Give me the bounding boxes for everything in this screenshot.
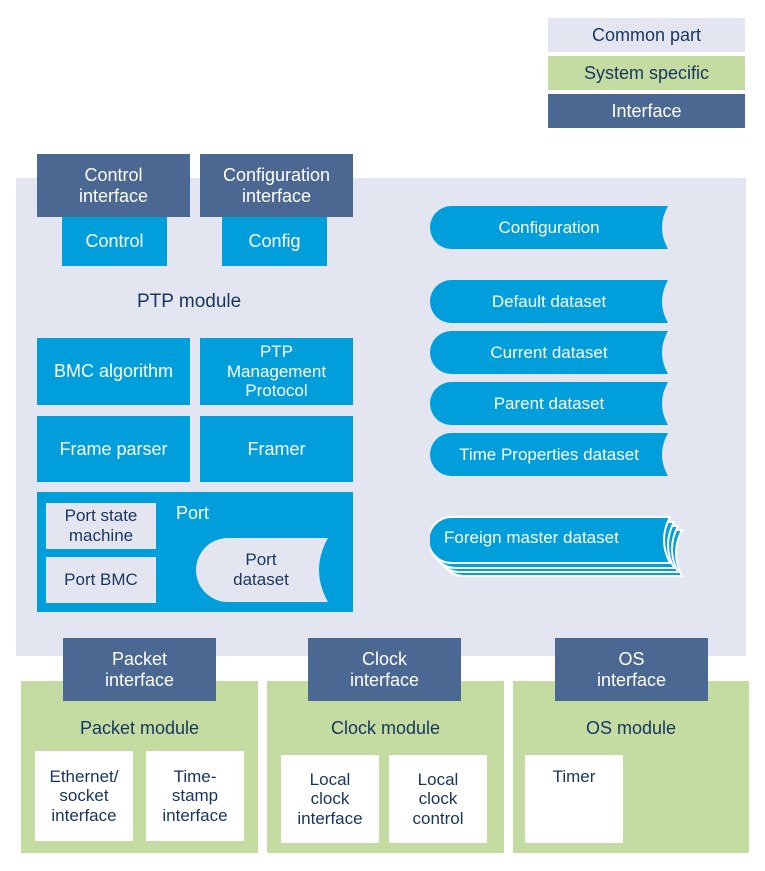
configuration-dataset-label: Configuration	[498, 217, 600, 237]
foreign-master-dataset-label: Foreign master dataset	[444, 528, 619, 547]
port-state-machine-block: Port state machine	[46, 503, 156, 549]
default-dataset-label: Default dataset	[491, 291, 607, 311]
current-dataset: Current dataset	[430, 331, 668, 374]
port-dataset-label: Port dataset	[233, 550, 289, 589]
packet-module-title: Packet module	[79, 718, 200, 738]
frame-parser-block: Frame parser	[37, 416, 190, 482]
legend-system-label: System specific	[583, 62, 710, 83]
local-clock-interface-block: Local clock interface	[281, 755, 379, 843]
legend-interface-label: Interface	[611, 100, 682, 121]
parent-dataset: Parent dataset	[430, 382, 668, 425]
stacked-dataset-icon	[430, 516, 684, 577]
legend-interface: Interface	[548, 94, 745, 128]
local-clock-control-block: Local clock control	[389, 755, 487, 843]
legend-common-part: Common part	[548, 18, 745, 52]
timestamp-interface-block: Time- stamp interface	[146, 751, 244, 841]
configuration-dataset: Configuration	[430, 206, 668, 249]
ptp-management-protocol-block: PTP Management Protocol	[200, 338, 353, 405]
packet-interface-block: Packet interface	[63, 638, 216, 701]
ethernet-socket-interface-block: Ethernet/ socket interface	[35, 751, 133, 841]
dataset-shape-icon	[430, 331, 668, 374]
framer-block: Framer	[200, 416, 353, 482]
port-title: Port	[176, 503, 210, 523]
port-bmc-block: Port BMC	[46, 557, 156, 603]
ptp-module-title: PTP module	[137, 291, 242, 312]
current-dataset-label: Current dataset	[490, 342, 608, 362]
control-interface-block: Control interface	[37, 154, 190, 217]
clock-module-title: Clock module	[330, 718, 441, 738]
port-dataset-shape: Port dataset	[196, 538, 328, 602]
configuration-interface-block: Configuration interface	[200, 154, 353, 217]
time-properties-dataset: Time Properties dataset	[430, 433, 668, 476]
dataset-shape-icon	[430, 433, 668, 476]
timer-block: Timer	[525, 755, 623, 843]
time-properties-dataset-label: Time Properties dataset	[459, 444, 639, 464]
default-dataset: Default dataset	[430, 280, 668, 323]
bmc-algorithm-block: BMC algorithm	[37, 338, 190, 405]
legend-common-label: Common part	[591, 24, 702, 45]
dataset-shape-icon	[430, 206, 668, 249]
legend-system-specific: System specific	[548, 56, 745, 90]
clock-interface-block: Clock interface	[308, 638, 461, 701]
parent-dataset-label: Parent dataset	[493, 393, 605, 413]
foreign-master-dataset: Foreign master dataset	[430, 514, 684, 580]
port-dataset-shape-icon	[196, 538, 328, 602]
dataset-shape-icon	[430, 280, 668, 323]
control-block: Control	[62, 217, 167, 266]
config-block: Config	[222, 217, 327, 266]
os-module-title: OS module	[585, 718, 677, 738]
timer-label: Timer	[552, 767, 596, 786]
dataset-shape-icon	[430, 382, 668, 425]
os-interface-block: OS interface	[555, 638, 708, 701]
